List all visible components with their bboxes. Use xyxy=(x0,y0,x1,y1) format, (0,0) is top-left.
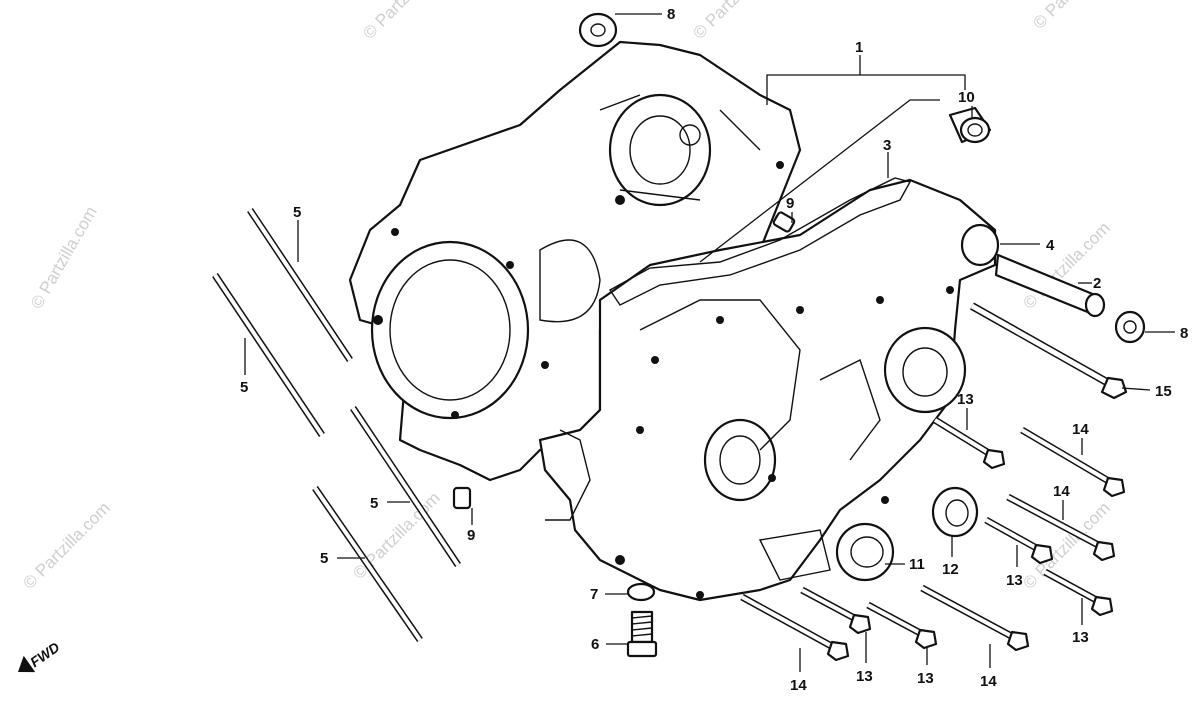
leader-lines xyxy=(244,13,1175,672)
callout-5-upper: 5 xyxy=(293,204,301,221)
left-crankcase-half xyxy=(348,40,802,482)
callout-8-right: 8 xyxy=(1180,325,1188,342)
callout-9-lower: 9 xyxy=(467,527,475,544)
callout-13-c: 13 xyxy=(1072,629,1089,646)
callout-5-left: 5 xyxy=(240,379,248,396)
bolt-14-a xyxy=(1020,426,1126,498)
collar xyxy=(994,253,1106,318)
watermark-3: © Partzilla.com xyxy=(689,0,783,43)
callout-5-middle: 5 xyxy=(370,495,378,512)
callout-3: 3 xyxy=(883,137,891,154)
callout-14-d: 14 xyxy=(980,673,997,690)
sealing-washer xyxy=(626,582,656,602)
callout-13-a: 13 xyxy=(957,391,974,408)
watermark-4: © Partzilla.com xyxy=(1029,0,1123,33)
case-bolts xyxy=(740,417,1126,662)
oil-seal-11 xyxy=(835,522,895,582)
callout-9-upper: 9 xyxy=(786,195,794,212)
dowel-pin-lower xyxy=(452,486,472,510)
cylinder-studs xyxy=(212,208,461,642)
bolt-13-d xyxy=(800,586,872,635)
callout-5-lower: 5 xyxy=(320,550,328,567)
oil-seal-top xyxy=(578,12,618,48)
right-crankcase-half xyxy=(538,178,1000,602)
callout-13-b: 13 xyxy=(1006,572,1023,589)
callout-1: 1 xyxy=(855,39,863,56)
callout-14-c: 14 xyxy=(790,677,807,694)
oil-seal-right xyxy=(1114,310,1146,344)
bolt-13-a xyxy=(933,417,1006,470)
arrow-left-icon xyxy=(18,655,36,673)
callout-6: 6 xyxy=(591,636,599,653)
bolt-14-b xyxy=(1006,493,1116,562)
bolt-14-c xyxy=(740,593,850,662)
bolt-14-d xyxy=(920,584,1030,652)
bolt-13-b xyxy=(984,516,1054,565)
watermark-2: © Partzilla.com xyxy=(359,0,453,43)
callout-15: 15 xyxy=(1155,383,1172,400)
callout-14-a: 14 xyxy=(1072,421,1089,438)
needle-bearing xyxy=(948,106,992,144)
dowel-pin-upper xyxy=(772,211,796,233)
callout-2: 2 xyxy=(1093,275,1101,292)
bolt-13-e xyxy=(866,601,938,650)
callout-13-d: 13 xyxy=(856,668,873,685)
gasket xyxy=(608,177,912,306)
watermark-1: © Partzilla.com xyxy=(27,203,101,312)
forward-arrow: FWD xyxy=(18,639,62,673)
callout-14-b: 14 xyxy=(1053,483,1070,500)
long-bolt xyxy=(970,302,1128,400)
callout-10: 10 xyxy=(958,89,975,106)
callout-7: 7 xyxy=(590,586,598,603)
callout-11: 11 xyxy=(909,556,925,573)
oil-seal-12 xyxy=(931,486,979,538)
callout-8-top: 8 xyxy=(667,6,675,23)
drain-bolt xyxy=(626,610,658,658)
callout-labels: 8 1 10 3 9 4 2 8 15 5 5 5 5 9 7 6 11 12 … xyxy=(240,6,1188,694)
callout-12: 12 xyxy=(942,561,959,578)
fwd-label: FWD xyxy=(27,639,62,670)
callout-4: 4 xyxy=(1046,237,1055,254)
bolt-13-c xyxy=(1043,568,1114,617)
watermark-8: © Partzilla.com xyxy=(19,498,113,592)
callout-13-e: 13 xyxy=(917,670,934,687)
